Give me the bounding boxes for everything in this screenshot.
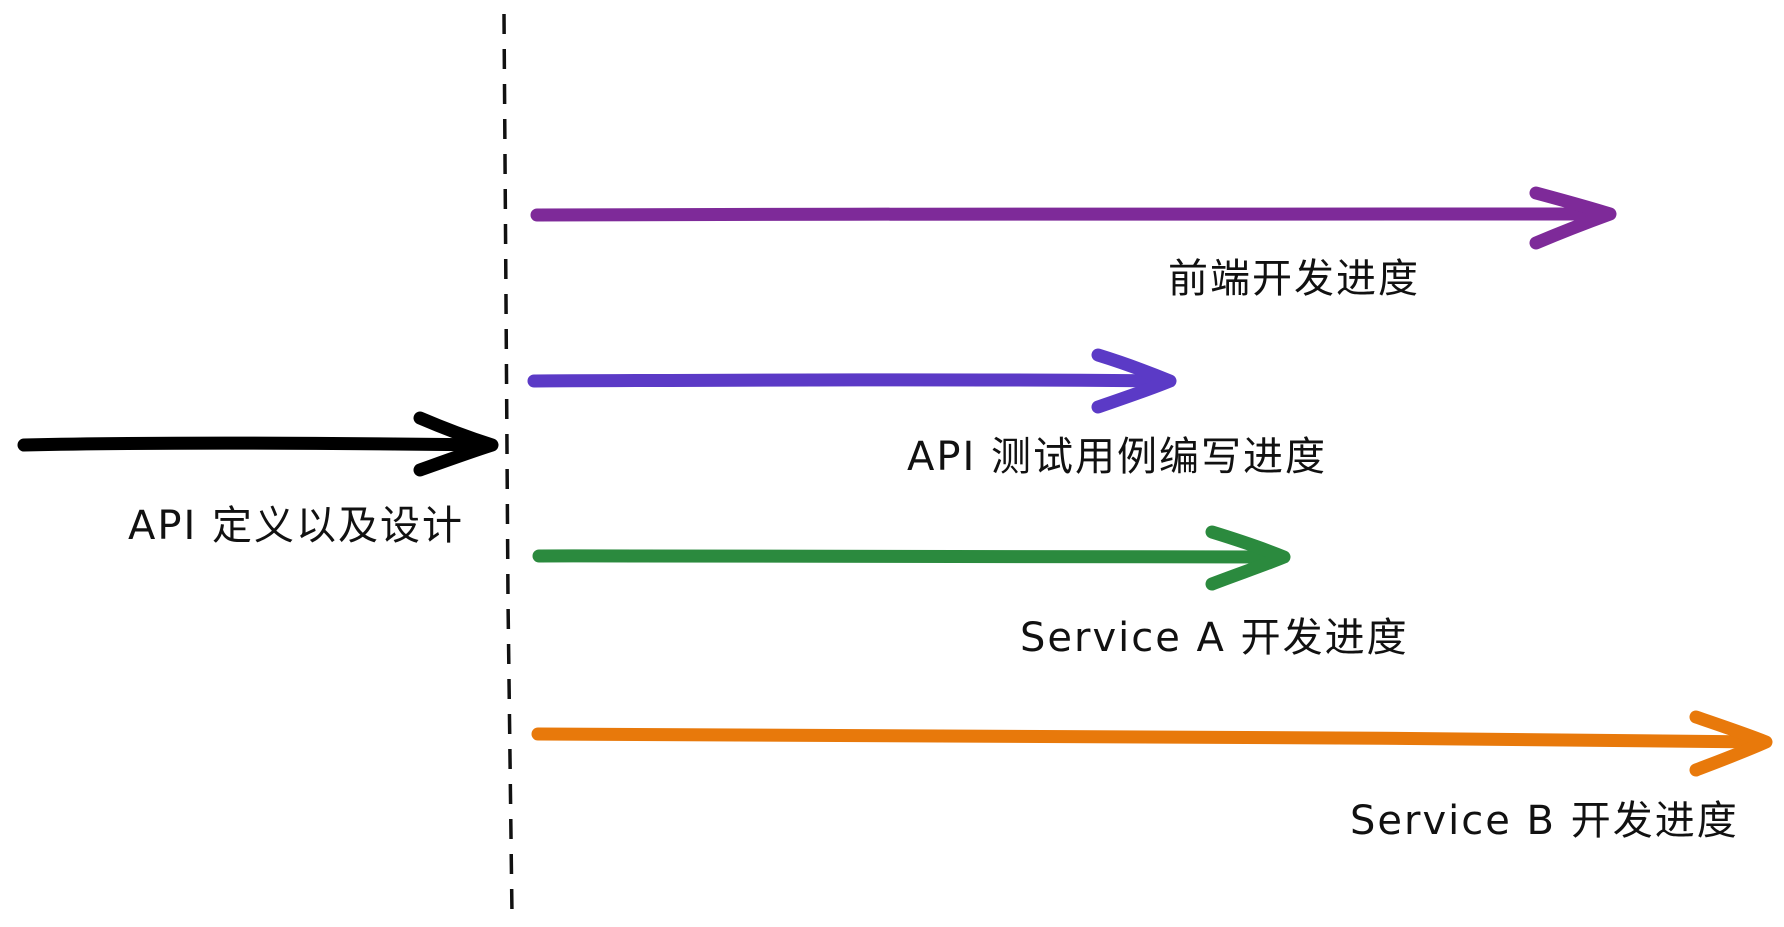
frontend-progress-arrow-head	[1529, 186, 1617, 250]
api-tests-progress-arrow-head	[1091, 348, 1177, 414]
service-b-progress-arrow-shaft	[531, 727, 1769, 749]
api-design-arrow-head	[413, 411, 499, 477]
dashed-divider-line	[502, 13, 514, 916]
api-design-label: API 定义以及设计	[128, 503, 464, 549]
api-design-arrow	[17, 411, 499, 477]
api-design-arrow-shaft	[17, 436, 495, 452]
service-a-progress-arrow	[532, 525, 1291, 591]
service-b-progress-label: Service B 开发进度	[1350, 798, 1739, 844]
frontend-progress-label: 前端开发进度	[1168, 256, 1420, 302]
api-tests-progress-arrow	[527, 348, 1177, 414]
frontend-progress-arrow	[530, 186, 1617, 250]
service-a-progress-arrow-head	[1205, 525, 1291, 591]
api-tests-progress-arrow-shaft	[527, 373, 1173, 388]
service-b-progress-arrow-head	[1689, 710, 1773, 777]
frontend-progress-arrow-shaft	[530, 207, 1613, 222]
service-a-progress-arrow-shaft	[532, 548, 1287, 564]
service-b-progress-arrow	[531, 710, 1773, 777]
api-tests-progress-label: API 测试用例编写进度	[907, 434, 1327, 480]
service-a-progress-label: Service A 开发进度	[1020, 615, 1409, 661]
